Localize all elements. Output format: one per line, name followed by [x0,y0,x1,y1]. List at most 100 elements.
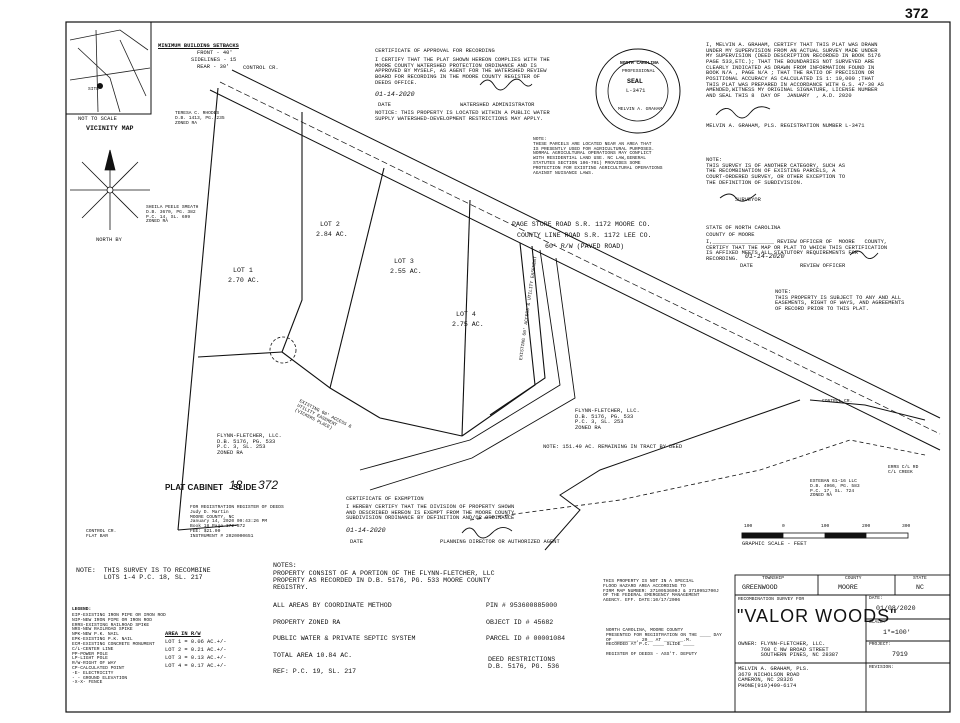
owner-block: OWNER: FLYNN-FLETCHER, LLC. 760 C NW BRO… [738,641,839,659]
approval-body: I CERTIFY THAT THE PLAT SHOWN HEREON COM… [375,57,550,86]
note-item-5: REF: P.C. 19, SL. 217 [273,668,357,675]
north-arrow-icon [70,149,150,230]
approval-notice: NOTICE: THIS PROPERTY IS LOCATED WITHIN … [375,110,550,122]
adjoiner-flynn-fletcher-right: FLYNN-FLETCHER, LLC. D.B. 5176, PG. 533 … [575,408,640,432]
creek-line [469,439,926,521]
parcel-id: PARCEL ID # 00001084 [486,635,566,642]
control-corner-bottom: CONTROL CR. FLAT BAR [86,529,117,539]
vicinity-map-title: VICINITY MAP [86,125,134,132]
approval-date: 01-14-2020 [375,91,415,98]
scale-tick-1: 100 [744,524,753,529]
review-officer-label: REVIEW OFFICER [800,263,846,269]
seal-word: SEAL [627,78,643,85]
lot-3-name: LOT 3 [394,258,414,265]
access-easement [359,249,576,491]
seal-inner-ring [607,60,669,122]
review-body: I,___________________ REVIEW OFFICER OF … [706,239,888,263]
rw-table-title: AREA IN R/W [165,631,201,637]
errs-creek-label: ERRS C/L RD C/L CREEK [888,465,919,475]
title-block-lines [734,574,951,713]
survey-category-note: NOTE: THIS SURVEY IS OF ANOTHER CATEGORY… [706,157,846,186]
easement-note: NOTE: THIS PROPERTY IS SUBJECT TO ANY AN… [775,289,905,313]
deed-restrictions: DEED RESTRICTIONS D.B. 5176, PG. 536 [488,656,560,670]
exemption-body: I HEREBY CERTIFY THAT THE DIVISION OF PR… [346,504,515,522]
approval-title: CERTIFICATE OF APPROVAL FOR RECORDING [375,48,495,54]
signature-marks [461,78,879,539]
adjoiner-esteban: ESTEBAN 61-16 LLC D.B. 4966, PG. 583 P.C… [810,479,860,499]
review-date: 01-14-2020 [745,253,785,260]
plat-cabinet-label: PLAT CABINET [165,483,224,492]
remaining-tract-note: NOTE: 151.49 AC. REMAINING IN TRACT BY D… [543,444,683,450]
rw-row-1: LOT 1 = 0.06 AC.+/- [165,639,227,645]
cul-de-sac [269,336,297,364]
lot-3-area: 2.55 AC. [390,268,422,275]
project-number-label: PROJECT: [869,642,892,647]
county-label: COUNTY [845,576,862,581]
seal-name: MELVIN A. GRAHAM [618,107,663,112]
vicinity-site-label: SITE [88,87,100,92]
exemption-title: CERTIFICATE OF EXEMPTION [346,496,424,502]
control-corner-top: CONTROL CR. [243,65,279,71]
vicinity-roads [69,29,151,113]
project-name-text: VALOR WOODS [744,606,891,626]
adjoiner-rhodes: TERESA C. RHODES D.B. 1413, PG. 235 ZONE… [175,111,225,126]
scale-field-value: 1"=100' [883,629,911,636]
road-width: 60' R/W (PAVED ROAD) [545,243,625,250]
vicinity-not-to-scale: NOT TO SCALE [78,116,117,122]
plat-slide-value: 372 [258,478,279,492]
lot-2-area: 2.84 AC. [316,231,348,238]
note-item-3: PUBLIC WATER & PRIVATE SEPTIC SYSTEM [273,635,416,642]
review-state: STATE OF NORTH CAROLINA [706,225,781,231]
recording-stamp: FOR REGISTRATION REGISTER OF DEEDS Judy … [190,505,284,539]
register-block: NORTH CAROLINA, MOORE COUNTY PRESENTED F… [606,628,722,658]
setbacks-front: FRONT - 40' [197,50,233,56]
seal-profession: PROFESSIONAL [622,69,656,74]
adjoiner-flynn-fletcher-left: FLYNN-FLETCHER, LLC. D.B. 5176, PG. 533 … [217,433,282,457]
road-right-of-way [209,69,941,451]
date-label: DATE: [869,596,883,601]
surveyor-signature-line: MELVIN A. GRAHAM, PLS. REGISTRATION NUMB… [706,123,865,129]
sheet-number: 372 [905,5,929,21]
road-name-lee: COUNTY LINE ROAD S.R. 1172 LEE CO. [517,232,652,239]
setbacks-sidelines: SIDELINES - 15 [191,57,237,63]
site-marker [97,83,103,89]
graphic-scale-bar [741,532,909,539]
recombination-label: RECOMBINATION SURVEY FOR [738,597,805,602]
east-boundary [544,399,926,551]
adjoiner-smeath: SHEILA PEELE SMEATH D.B. 3670, PG. 382 P… [146,205,199,225]
exemption-date: 01-14-2020 [346,527,386,534]
scale-tick-3: 100 [821,524,830,529]
sheet-border [65,21,951,713]
lot-4-area: 2.75 AC. [452,321,484,328]
revision-label: REVISION: [869,665,894,670]
approval-date-label: DATE [378,102,391,108]
state-label: STATE [913,576,927,581]
object-id: OBJECT ID # 45682 [486,619,554,626]
road-name-moore: PAGE STORE ROAD S.R. 1172 MOORE CO. [512,221,651,228]
legend-title: LEGEND: [72,607,92,612]
notes-title: NOTES: [273,562,297,569]
surveyor-block: MELVIN A. GRAHAM, PLS. 3679 NICHOLSON RO… [738,666,810,690]
note-item-1: ALL AREAS BY COORDINATE METHOD [273,602,392,609]
plat-cabinet-value: 18 [229,478,243,492]
review-date-label: DATE [740,263,753,269]
scale-tick-5: 300 [902,524,911,529]
seal-number: L-3471 [626,88,646,94]
setbacks-rear: REAR - 30' [197,64,230,70]
state-value: NC [916,584,924,591]
control-corner-right: CONTROL CR. [822,399,853,404]
county-value: MOORE [838,584,858,591]
project-number-value: 7919 [892,651,908,658]
rw-row-4: LOT 4 = 0.17 AC.+/- [165,663,227,669]
rw-row-2: LOT 2 = 0.21 AC.+/- [165,647,227,653]
scale-field-label: SCALE: [869,620,886,625]
north-label: NORTH BY [96,237,122,243]
lot-1-area: 2.70 AC. [228,277,260,284]
township-value: GREENWOOD [742,584,778,591]
recombine-note: NOTE: THIS SURVEY IS TO RECOMBINE LOTS 1… [76,567,211,581]
notes-body: PROPERTY CONSIST OF A PORTION OF THE FLY… [273,570,495,591]
scale-label: GRAPHIC SCALE - FEET [742,541,807,547]
lot-2-name: LOT 2 [320,221,340,228]
lot-4-name: LOT 4 [456,311,476,318]
